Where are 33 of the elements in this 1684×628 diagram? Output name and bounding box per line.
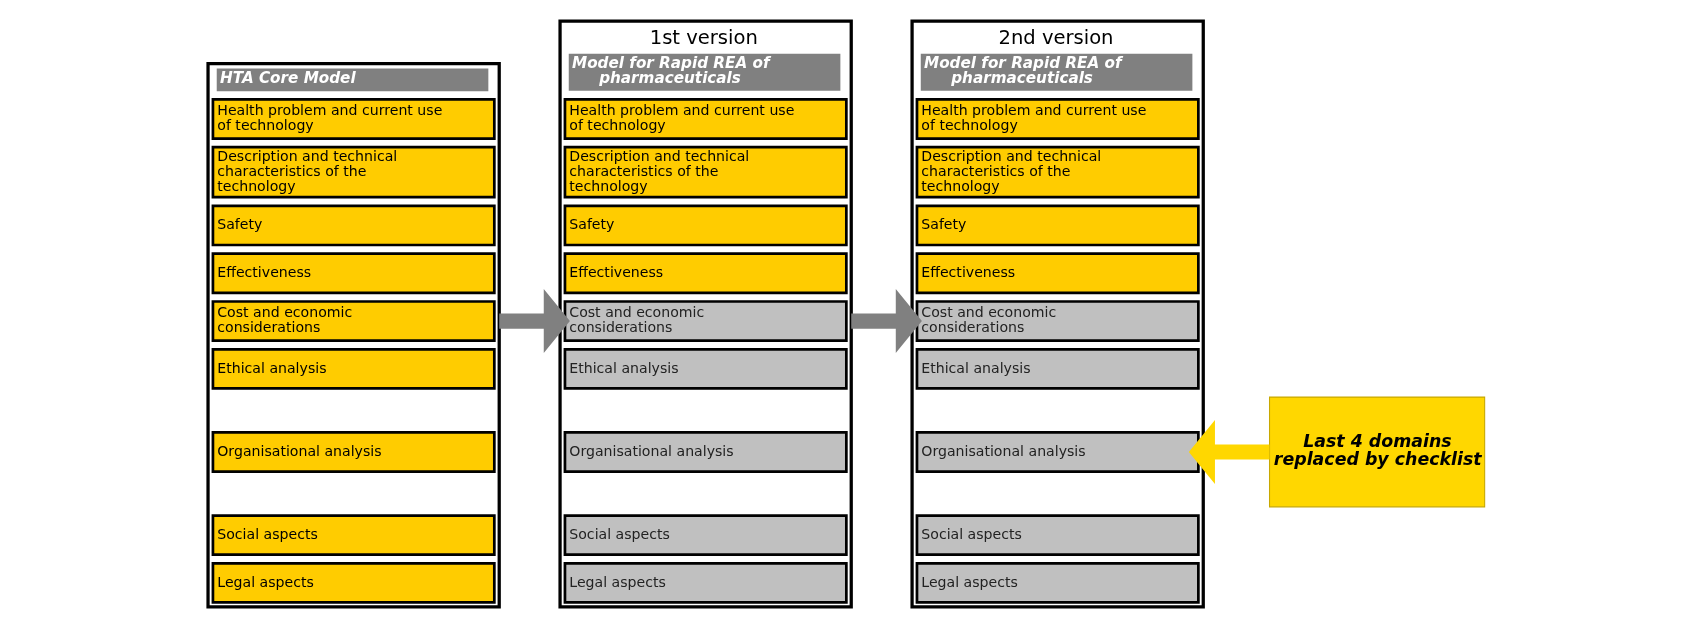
node-box: Organisational analysis — [563, 431, 848, 473]
node-box: Safety — [563, 204, 848, 247]
node-box: Cost and economic considerations — [563, 300, 848, 342]
node-box: Health problem and current use of technology — [563, 98, 848, 140]
node-box: Effectiveness — [211, 252, 496, 295]
node-box: Safety — [211, 204, 496, 247]
node-box: Cost and economic considerations — [211, 300, 496, 342]
node-box: Ethical analysis — [211, 347, 496, 390]
node-box: Effectiveness — [563, 252, 848, 295]
node-box: Health problem and current use of technology — [211, 98, 496, 140]
node-box: Cost and economic considerations — [915, 300, 1200, 342]
arrow — [1188, 420, 1270, 484]
node-label: 1st version — [649, 26, 758, 50]
node-box: Organisational analysis — [211, 431, 496, 473]
node-box: Description and technical characteristics of the technology — [563, 145, 848, 199]
node-box: Description and technical characteristics of the technology — [211, 145, 496, 199]
node-box: Effectiveness — [915, 252, 1200, 295]
node-box: Safety — [915, 204, 1200, 247]
node-box: Legal aspects — [211, 562, 496, 604]
node-box: Health problem and current use of technology — [915, 98, 1200, 140]
node-box: Legal aspects — [563, 562, 848, 604]
arrow — [499, 289, 570, 354]
node-box: Description and technical characteristics of the technology — [915, 145, 1200, 199]
node-box: Ethical analysis — [563, 347, 848, 390]
node-box: Social aspects — [563, 514, 848, 556]
node-box: Social aspects — [915, 514, 1200, 556]
node-box: Legal aspects — [915, 562, 1200, 604]
node-box: Social aspects — [211, 514, 496, 556]
arrow — [851, 289, 922, 354]
node-box: Organisational analysis — [915, 431, 1200, 473]
node-box: Ethical analysis — [915, 347, 1200, 390]
node-box: Last 4 domains replaced by checklist — [1269, 396, 1486, 508]
node-label: 2nd version — [998, 26, 1114, 50]
